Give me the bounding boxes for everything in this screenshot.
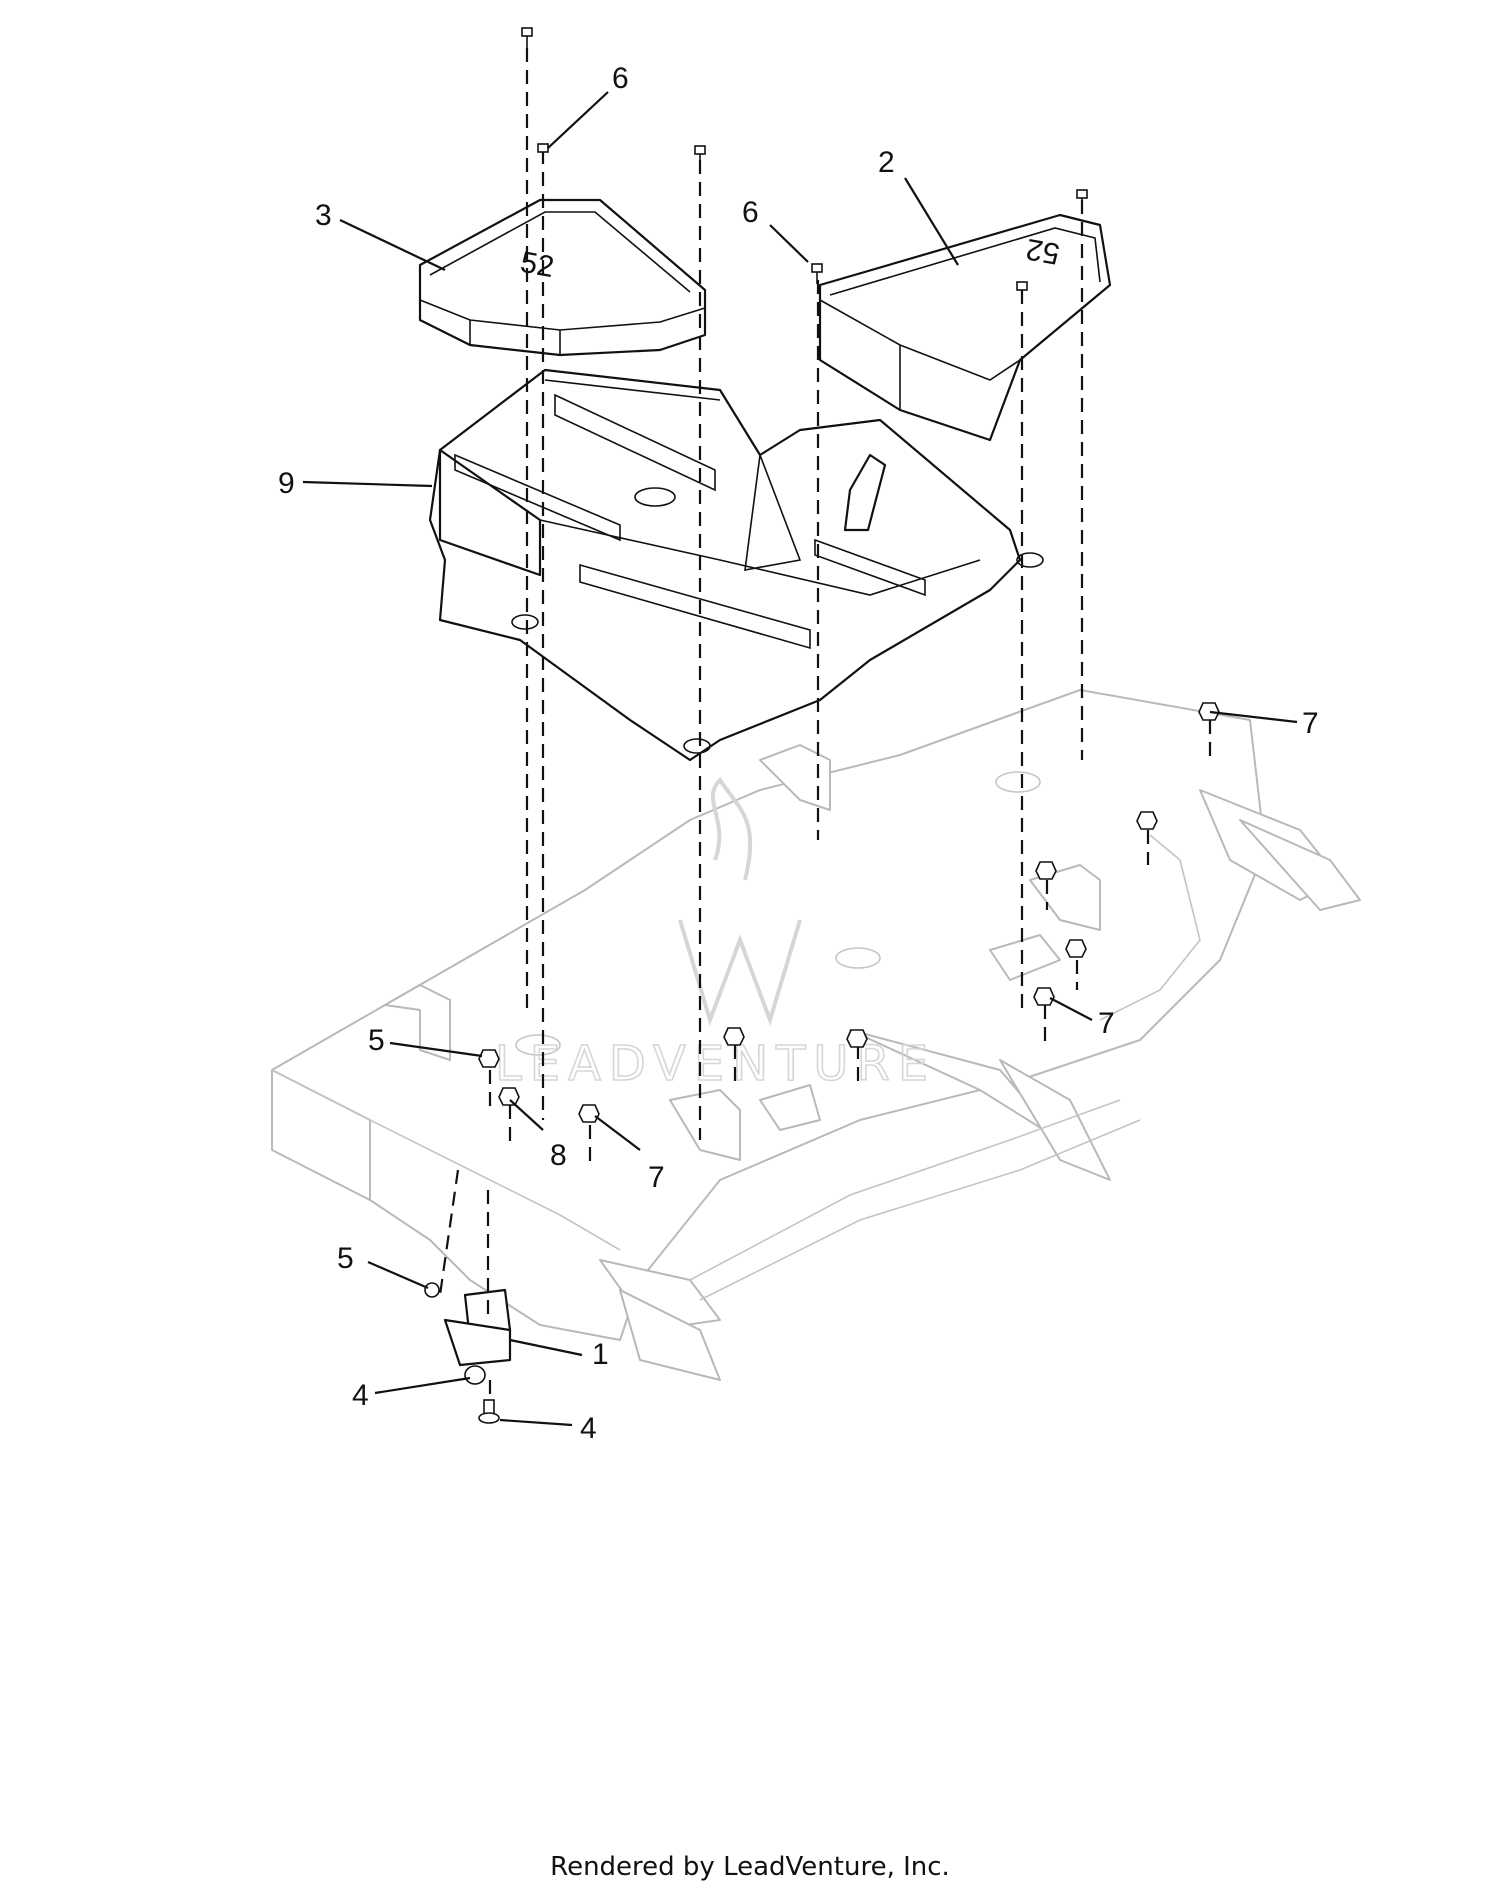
leader-lines xyxy=(302,91,1298,1427)
screw-icon xyxy=(694,145,706,166)
callouts: 1 2 3 4 4 5 5 6 6 7 7 7 8 9 xyxy=(278,62,1319,1445)
nut-icon xyxy=(1136,811,1158,830)
fasteners xyxy=(424,27,1220,1424)
callout-2: 2 xyxy=(878,146,895,179)
cover-marking-right: 52 xyxy=(1024,232,1063,270)
callout-6-upper: 6 xyxy=(612,62,629,95)
callout-6-lower: 6 xyxy=(742,196,759,229)
callout-5-lower: 5 xyxy=(337,1242,354,1275)
cover-part-3: 52 xyxy=(418,198,707,357)
nut-icon xyxy=(1198,702,1220,721)
screw-icon xyxy=(537,143,549,164)
nut-icon xyxy=(1033,987,1055,1006)
callout-3: 3 xyxy=(315,199,332,232)
screw-icon xyxy=(1076,189,1088,210)
callout-7-middle: 7 xyxy=(1098,1007,1115,1040)
bracket-part-1 xyxy=(443,1288,512,1385)
alignment-lines xyxy=(438,48,1212,1400)
callout-7-left: 7 xyxy=(648,1161,665,1194)
nut-icon xyxy=(1065,939,1087,958)
nut-icon xyxy=(578,1104,600,1123)
cover-part-2: 52 xyxy=(818,213,1112,442)
nut-icon xyxy=(723,1027,745,1046)
svg-text:LEADVENTURE: LEADVENTURE xyxy=(495,1036,936,1092)
nut-icon xyxy=(478,1049,500,1068)
nut-icon xyxy=(846,1029,868,1048)
cover-marking-left: 52 xyxy=(518,246,557,284)
screw-icon xyxy=(1016,281,1028,302)
nut-icon xyxy=(498,1087,520,1106)
callout-4-lower: 4 xyxy=(580,1412,597,1445)
callout-8: 8 xyxy=(550,1139,567,1172)
nut-icon xyxy=(1035,861,1057,880)
callout-9: 9 xyxy=(278,467,295,500)
footer-credit: Rendered by LeadVenture, Inc. xyxy=(550,1852,950,1882)
callout-4-upper: 4 xyxy=(352,1379,369,1412)
mower-deck xyxy=(271,689,1361,1381)
callout-1: 1 xyxy=(592,1338,609,1371)
housing-part-9 xyxy=(428,368,1044,762)
callout-7-right: 7 xyxy=(1302,707,1319,740)
washer-icon xyxy=(424,1282,440,1298)
screw-icon xyxy=(811,263,823,284)
callout-5-upper: 5 xyxy=(368,1024,385,1057)
screw-icon xyxy=(521,27,533,48)
screw-icon xyxy=(478,1399,500,1424)
